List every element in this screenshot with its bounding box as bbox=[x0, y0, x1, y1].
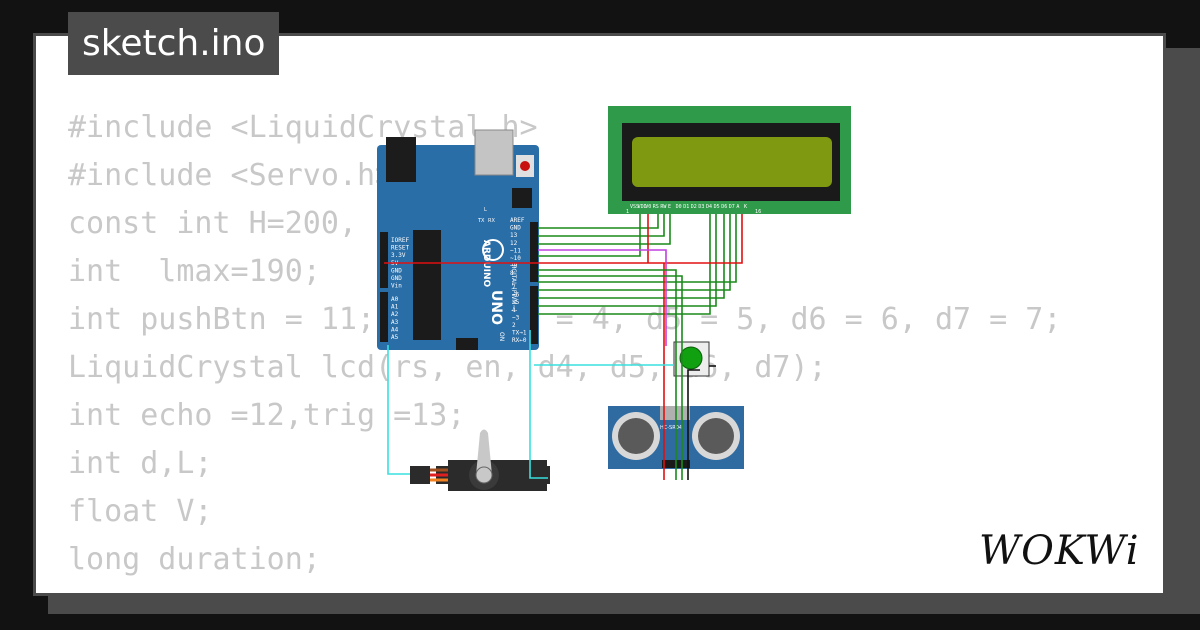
pin-label: ~11 bbox=[510, 247, 521, 254]
ultrasonic-model: HC-SR04 bbox=[660, 425, 682, 431]
rx-led-label: RX bbox=[488, 218, 495, 224]
pin-label: 7 bbox=[512, 284, 516, 291]
pin-label: VDD bbox=[638, 204, 647, 210]
icsp-header-icon bbox=[512, 188, 532, 208]
code-line: S bbox=[68, 584, 1061, 593]
pin-label: ~5 bbox=[512, 299, 520, 306]
pin-label: Vin bbox=[391, 283, 402, 290]
pin-label: AREF bbox=[510, 217, 525, 224]
pin-label: 4 bbox=[512, 307, 516, 314]
wokwi-logo[interactable]: WOKWi bbox=[977, 524, 1149, 576]
servo-motor[interactable] bbox=[410, 429, 550, 492]
pin-label: ~10 bbox=[510, 255, 521, 262]
pin-label: 13 bbox=[510, 232, 518, 239]
analog-header-title: ANALOG IN bbox=[370, 330, 376, 358]
arduino-model: UNO bbox=[488, 290, 504, 325]
pin-label: RS bbox=[653, 204, 659, 210]
pin-label: 8 bbox=[510, 270, 514, 277]
pin-label: ~9 bbox=[510, 263, 518, 270]
pin-label: D0 bbox=[676, 204, 682, 210]
pin-label: V0 bbox=[645, 204, 651, 210]
pin-label: ~3 bbox=[512, 314, 520, 321]
pin-label: K bbox=[744, 204, 747, 210]
pin-label: GND bbox=[391, 267, 402, 274]
led-l-label: L bbox=[484, 207, 487, 213]
lcd-pin-last: 16 bbox=[755, 209, 761, 215]
lcd-pin-first: 1 bbox=[626, 209, 629, 215]
pin-label: A0 bbox=[391, 296, 399, 303]
code-line: #include <Servo.h> bbox=[68, 158, 394, 193]
wokwi-logo-text: WOKWi bbox=[979, 528, 1140, 574]
code-line: int echo =12,trig =13; bbox=[68, 398, 466, 433]
pin-label: IOREF bbox=[391, 237, 409, 244]
digital-header-title: DIGITAL (PWM~) bbox=[510, 262, 517, 312]
pin-label: A3 bbox=[391, 319, 399, 326]
power-header-title: POWER bbox=[370, 293, 377, 315]
on-led-label: ON bbox=[498, 332, 505, 341]
power-jack-icon bbox=[386, 137, 416, 182]
pin-label: D3 bbox=[698, 204, 704, 210]
pin-label: GND bbox=[391, 275, 402, 282]
pin-label: D1 bbox=[683, 204, 689, 210]
pin-label: 12 bbox=[510, 240, 518, 247]
pin-label: A2 bbox=[391, 311, 399, 318]
arduino-logo-icon bbox=[482, 239, 504, 261]
pin-label: D6 bbox=[721, 204, 727, 210]
pin-label: RESET bbox=[391, 245, 409, 252]
pin-label: E bbox=[668, 204, 671, 210]
pin-label: D4 bbox=[706, 204, 712, 210]
pin-label: RX←0 bbox=[512, 337, 527, 344]
pin-label: 3.3V bbox=[391, 252, 406, 259]
code-background: #include <LiquidCrystal.h>#include <Serv… bbox=[68, 104, 1061, 593]
code-line: float V; bbox=[68, 494, 213, 529]
pin-label: 2 bbox=[512, 322, 516, 329]
pin-label: TX→1 bbox=[512, 330, 527, 337]
code-line: int lmax=190; bbox=[68, 254, 321, 289]
microcontroller-chip-icon bbox=[413, 230, 441, 340]
tx-led-label: TX bbox=[477, 218, 485, 224]
pushbutton[interactable] bbox=[673, 341, 710, 377]
pin-label: GND bbox=[510, 225, 521, 232]
pin-label: D2 bbox=[691, 204, 697, 210]
pin-label: A4 bbox=[391, 326, 399, 333]
pin-label: A5 bbox=[391, 334, 399, 341]
wires[interactable] bbox=[384, 214, 743, 480]
sketch-tab-title[interactable]: sketch.ino bbox=[68, 12, 280, 75]
pin-label: D5 bbox=[714, 204, 720, 210]
pin-label: VSS bbox=[630, 204, 639, 210]
usb-port-icon bbox=[474, 129, 514, 176]
pin-label: A1 bbox=[391, 304, 399, 311]
code-line: long duration; bbox=[68, 542, 321, 577]
pin-label: RW bbox=[660, 204, 667, 210]
pin-label: ~6 bbox=[512, 292, 520, 299]
button-cap[interactable] bbox=[679, 346, 703, 370]
code-line: int d,L; bbox=[68, 446, 213, 481]
pin-label: D7 bbox=[729, 204, 735, 210]
lcd-screen bbox=[632, 137, 832, 187]
pin-label: A bbox=[736, 204, 739, 210]
servo-horn[interactable] bbox=[476, 429, 492, 476]
